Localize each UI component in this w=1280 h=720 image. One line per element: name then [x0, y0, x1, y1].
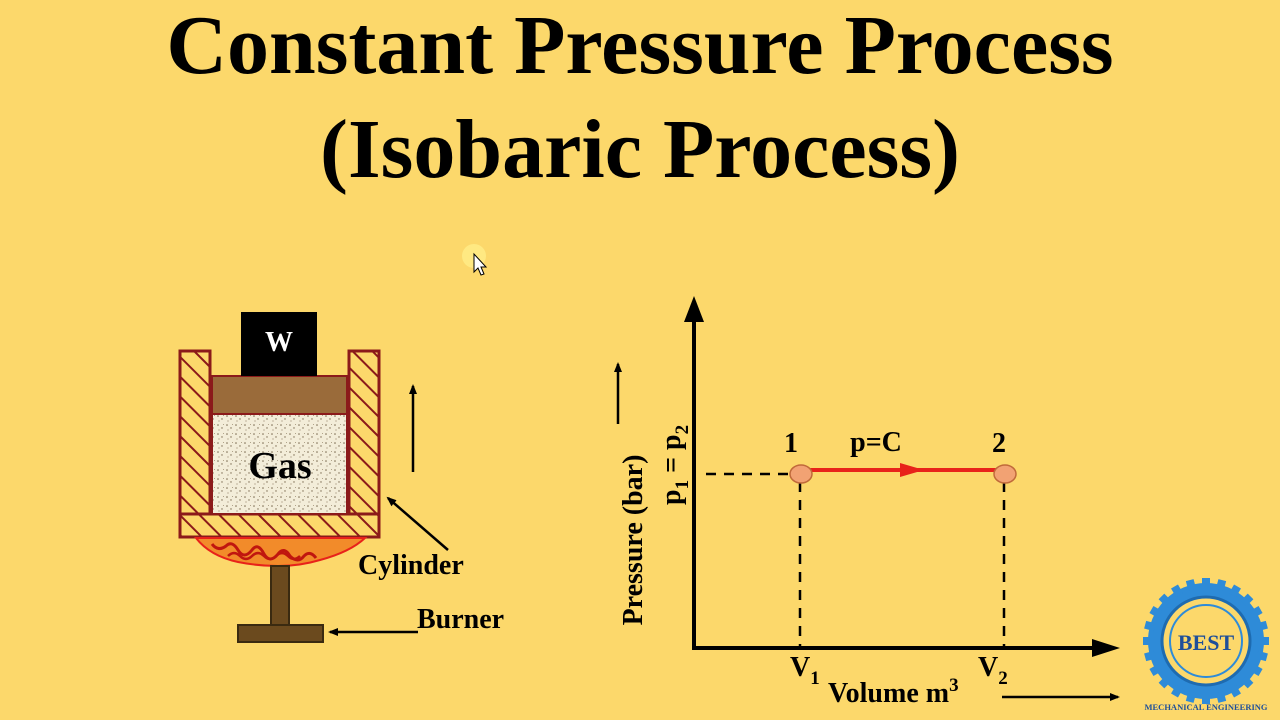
burner-stem	[270, 565, 290, 627]
y-axis-label: Pressure (bar)	[618, 455, 649, 626]
gear-tooth	[1215, 691, 1227, 703]
logo-gear-teeth	[1143, 578, 1269, 704]
gear-tooth	[1158, 675, 1172, 689]
logo-gear-outer	[1148, 583, 1264, 699]
gear-tooth	[1256, 650, 1268, 662]
gear-tooth	[1240, 675, 1254, 689]
state-point-2	[993, 464, 1017, 484]
x-axis-label: Volume m3	[828, 675, 959, 709]
gear-tooth	[1229, 684, 1241, 698]
gear-tooth	[1240, 593, 1254, 607]
cylinder-right-wall	[347, 349, 381, 539]
cylinder-leader	[386, 496, 449, 551]
piston	[211, 375, 348, 415]
state-1-label: 1	[784, 428, 798, 459]
gear-tooth	[1215, 579, 1227, 591]
logo-gear-inner	[1169, 604, 1243, 678]
gear-tooth	[1259, 637, 1269, 645]
logo-caption: MECHANICAL ENGINEERING	[1144, 702, 1267, 712]
gear-tooth	[1171, 584, 1183, 598]
logo-gear-ring	[1160, 595, 1252, 687]
gear-tooth	[1249, 664, 1263, 676]
v1-label: V1	[790, 652, 820, 689]
gear-tooth	[1143, 637, 1153, 645]
process-label: p=C	[850, 427, 902, 458]
best-logo: BEST MECHANICAL ENGINEERING	[1143, 578, 1269, 712]
gear-tooth	[1144, 650, 1156, 662]
title-line-1: Constant Pressure Process	[166, 0, 1114, 92]
state-2-label: 2	[992, 428, 1006, 459]
gear-tooth	[1229, 584, 1241, 598]
gas-region	[211, 413, 348, 515]
gear-tooth	[1149, 606, 1163, 618]
gas-label: Gas	[248, 445, 311, 487]
gear-tooth	[1249, 606, 1263, 618]
cylinder-label: Cylinder	[358, 550, 464, 581]
cylinder-bottom-wall	[178, 512, 381, 539]
weight-label: W	[265, 327, 293, 358]
pressure-equality-label: p1 = p2	[656, 425, 693, 505]
gear-tooth	[1158, 593, 1172, 607]
pv-diagram: 1 2 p=C V1 V2 Volume m3 Pressure (bar) p…	[614, 296, 1120, 709]
title-line-2: (Isobaric Process)	[320, 103, 960, 196]
gear-tooth	[1202, 578, 1210, 588]
y-axis-arrowhead	[684, 296, 704, 322]
process-direction-arrow	[900, 463, 924, 477]
gear-tooth	[1185, 579, 1197, 591]
burner-label: Burner	[417, 604, 504, 635]
v2-label: V2	[978, 652, 1008, 689]
cylinder-apparatus: W Gas Cylinder Burner	[178, 312, 504, 643]
gear-tooth	[1144, 620, 1156, 632]
cylinder-left-wall	[178, 349, 212, 539]
gear-tooth	[1149, 664, 1163, 676]
burner-base	[237, 624, 324, 643]
state-point-1	[789, 464, 813, 484]
logo-text: BEST	[1178, 630, 1235, 655]
mouse-cursor-icon	[462, 244, 488, 276]
burner-flame	[193, 537, 368, 568]
gear-tooth	[1202, 694, 1210, 704]
weight-block	[241, 312, 317, 376]
gear-tooth	[1185, 691, 1197, 703]
gear-tooth	[1171, 684, 1183, 698]
gear-tooth	[1256, 620, 1268, 632]
x-axis-arrowhead	[1092, 639, 1120, 657]
